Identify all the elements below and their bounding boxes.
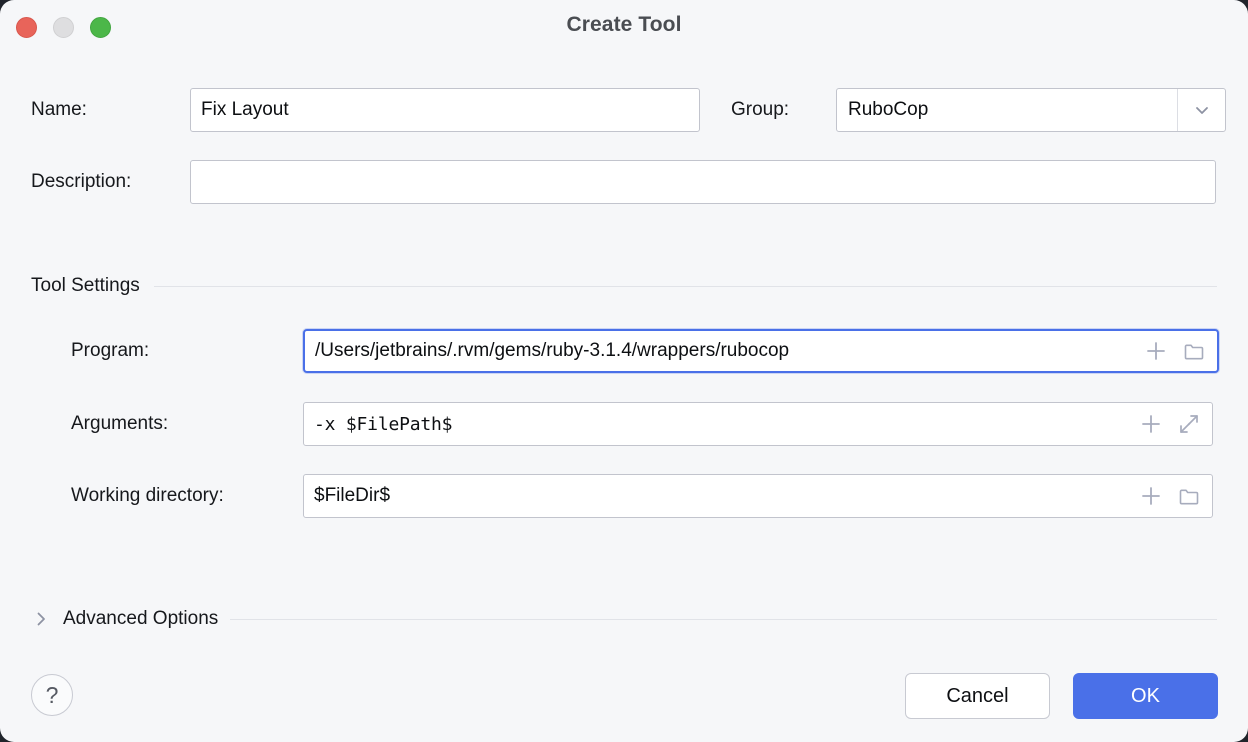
program-input[interactable]: /Users/jetbrains/.rvm/gems/ruby-3.1.4/wr… xyxy=(303,329,1219,373)
program-field-icons xyxy=(1143,331,1207,371)
arguments-value: -x $FilePath$ xyxy=(314,413,453,435)
folder-icon[interactable] xyxy=(1176,483,1202,509)
group-row: Group: RuboCop xyxy=(731,88,1226,132)
plus-icon[interactable] xyxy=(1138,483,1164,509)
window-title: Create Tool xyxy=(566,13,682,36)
plus-icon[interactable] xyxy=(1143,338,1169,364)
expand-icon[interactable] xyxy=(1176,411,1202,437)
tool-settings-section-header: Tool Settings xyxy=(31,275,1217,297)
advanced-options-toggle[interactable]: Advanced Options xyxy=(31,608,1217,630)
group-label: Group: xyxy=(731,99,790,120)
arguments-label: Arguments: xyxy=(71,413,169,434)
advanced-divider xyxy=(230,618,1217,620)
arguments-field-icons xyxy=(1138,403,1202,445)
description-label: Description: xyxy=(31,171,132,192)
program-row: Program: /Users/jetbrains/.rvm/gems/ruby… xyxy=(71,329,1219,373)
title-bar: Create Tool xyxy=(0,0,1248,56)
plus-icon[interactable] xyxy=(1138,411,1164,437)
group-dropdown-button[interactable] xyxy=(1177,89,1225,131)
tool-settings-title: Tool Settings xyxy=(31,275,140,296)
description-row: Description: xyxy=(31,160,1216,204)
group-value: RuboCop xyxy=(848,99,929,120)
section-divider xyxy=(153,285,1217,287)
ok-button[interactable]: OK xyxy=(1073,673,1218,719)
arguments-input[interactable]: -x $FilePath$ xyxy=(303,402,1213,446)
working-directory-field-icons xyxy=(1138,475,1202,517)
working-directory-input[interactable]: $FileDir$ xyxy=(303,474,1213,518)
working-directory-value: $FileDir$ xyxy=(314,485,391,506)
cancel-button[interactable]: Cancel xyxy=(905,673,1050,719)
zoom-button[interactable] xyxy=(90,17,111,38)
folder-icon[interactable] xyxy=(1181,338,1207,364)
name-row: Name: Fix Layout xyxy=(31,88,700,132)
group-combobox[interactable]: RuboCop xyxy=(836,88,1226,132)
name-label: Name: xyxy=(31,99,87,120)
arguments-row: Arguments: -x $FilePath$ xyxy=(71,402,1213,446)
minimize-button[interactable] xyxy=(53,17,74,38)
program-value: /Users/jetbrains/.rvm/gems/ruby-3.1.4/wr… xyxy=(315,340,790,361)
description-input[interactable] xyxy=(190,160,1216,204)
window-controls xyxy=(16,17,111,38)
name-input[interactable]: Fix Layout xyxy=(190,88,700,132)
close-button[interactable] xyxy=(16,17,37,38)
chevron-right-icon xyxy=(37,612,45,626)
chevron-down-icon xyxy=(1195,107,1208,114)
working-directory-label: Working directory: xyxy=(71,485,224,506)
working-directory-row: Working directory: $FileDir$ xyxy=(71,474,1213,518)
name-value: Fix Layout xyxy=(201,99,289,120)
program-label: Program: xyxy=(71,340,150,361)
help-button[interactable]: ? xyxy=(31,674,73,716)
advanced-options-label: Advanced Options xyxy=(63,608,219,629)
